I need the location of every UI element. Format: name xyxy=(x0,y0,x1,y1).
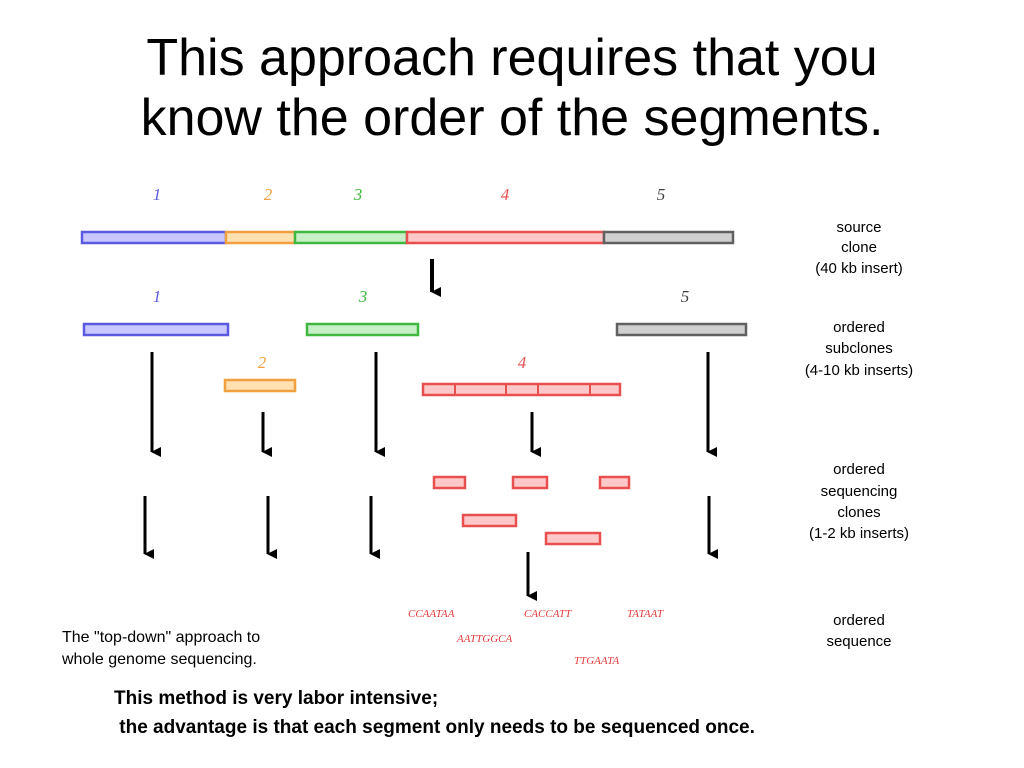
subclone-bar-3 xyxy=(305,322,420,337)
sequencing-clone xyxy=(511,475,549,490)
source-segment-4 xyxy=(405,230,606,245)
subclone-number-2: 2 xyxy=(258,353,267,372)
sequence-text: TTGAATA xyxy=(574,655,620,667)
source-segment-3 xyxy=(293,230,409,245)
sequence-text: CACCATT xyxy=(524,608,572,620)
subclone-bar-4-body xyxy=(421,382,622,397)
label-line: (4-10 kb inserts) xyxy=(805,362,913,379)
footer-line-2: the advantage is that each segment only … xyxy=(114,717,755,738)
label-line: source xyxy=(836,219,881,236)
source-clone-bar xyxy=(80,230,735,245)
label-source-clone: source clone (40 kb insert) xyxy=(815,219,903,277)
subclone-number-5: 5 xyxy=(681,287,690,306)
sequencing-clones-4 xyxy=(432,475,631,546)
diagram-caption: The "top-down" approach to whole genome … xyxy=(61,629,260,668)
footer-line-1: This method is very labor intensive; xyxy=(114,688,439,709)
segment-number-3: 3 xyxy=(353,185,363,204)
slide-footer: This method is very labor intensive; the… xyxy=(114,684,755,742)
sequence-text: TATAAT xyxy=(627,608,664,620)
label-line: ordered xyxy=(833,461,885,478)
subclone-bar-1 xyxy=(82,322,230,337)
source-segment-2 xyxy=(224,230,297,245)
subclone-number-3: 3 xyxy=(358,287,368,306)
sequence-text: AATTGGCA xyxy=(456,633,512,645)
sequencing-clone xyxy=(432,475,467,490)
label-line: (1-2 kb inserts) xyxy=(809,525,909,542)
subclone-bar-5 xyxy=(615,322,748,337)
label-line: ordered xyxy=(833,319,885,336)
label-ordered-sequencing-clones: ordered sequencing clones (1-2 kb insert… xyxy=(809,461,909,542)
label-ordered-subclones: ordered subclones (4-10 kb inserts) xyxy=(805,319,913,379)
segment-number-1: 1 xyxy=(153,185,162,204)
subclone-bar-4 xyxy=(421,382,622,397)
subclone-number-1: 1 xyxy=(153,287,162,306)
title-line-1: This approach requires that you xyxy=(146,29,878,87)
label-line: subclones xyxy=(825,340,893,357)
source-segment-5 xyxy=(602,230,735,245)
label-line: clone xyxy=(841,239,877,256)
source-segment-1 xyxy=(80,230,228,245)
subclone-number-4: 4 xyxy=(518,353,527,372)
label-line: sequence xyxy=(826,633,891,650)
label-line: sequencing xyxy=(821,483,898,500)
segment-number-2: 2 xyxy=(264,185,273,204)
title-line-2: know the order of the segments. xyxy=(140,89,884,147)
label-ordered-sequence: ordered sequence xyxy=(826,612,891,650)
sequencing-clone xyxy=(461,513,518,528)
label-line: ordered xyxy=(833,612,885,629)
sequence-text: CCAATAA xyxy=(408,608,455,620)
slide-title: This approach requires that you know the… xyxy=(0,28,1024,148)
caption-line: The "top-down" approach to xyxy=(62,629,260,646)
segment-number-4: 4 xyxy=(501,185,510,204)
subclone-bar-2 xyxy=(223,378,297,393)
label-line: (40 kb insert) xyxy=(815,260,903,277)
segment-number-5: 5 xyxy=(657,185,666,204)
sequencing-clone xyxy=(544,531,602,546)
sequencing-clone xyxy=(598,475,631,490)
caption-line: whole genome sequencing. xyxy=(61,651,257,668)
label-line: clones xyxy=(837,504,880,521)
